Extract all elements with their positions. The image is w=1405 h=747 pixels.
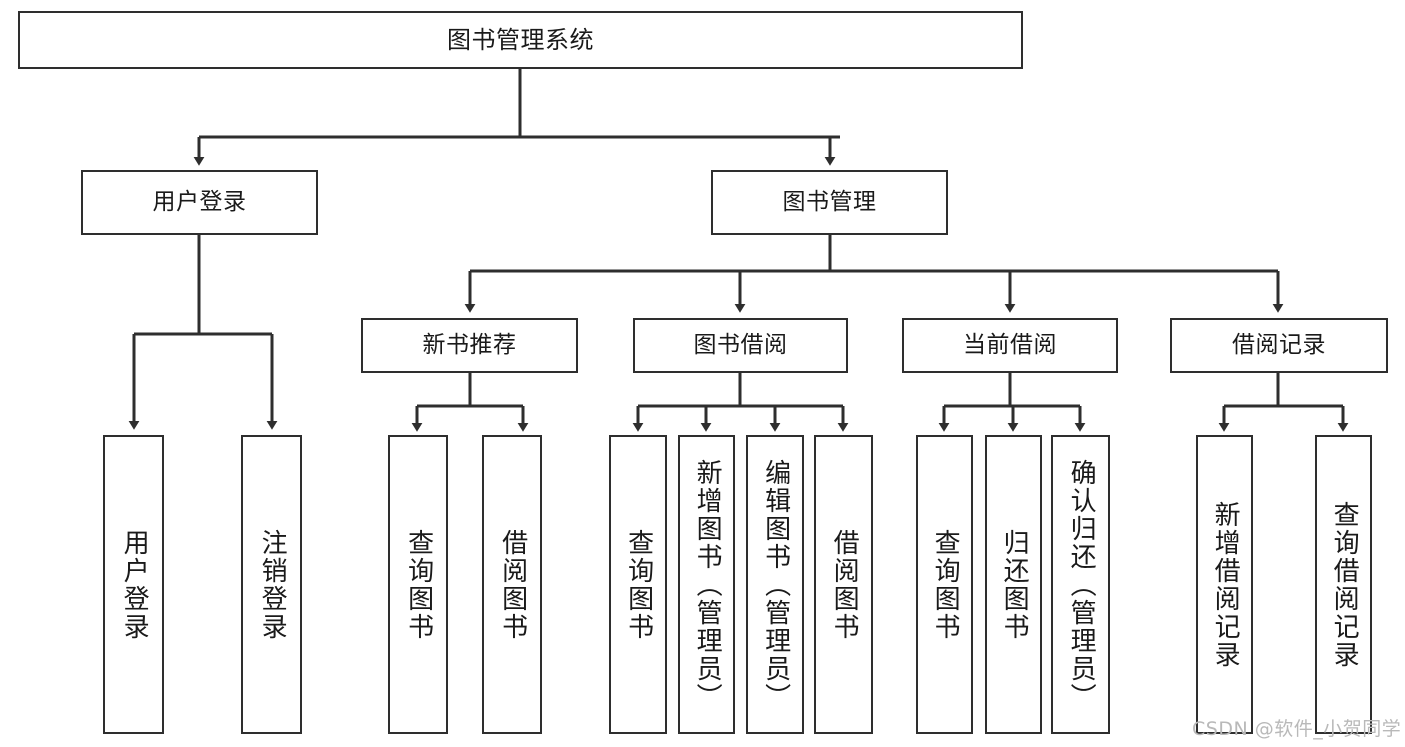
leaf-query-books-borrowing[interactable]: 查询图书 bbox=[609, 435, 667, 734]
leaf-add-book-admin[interactable]: 新增图书（管理员） bbox=[678, 435, 735, 734]
node-label: 借阅记录 bbox=[1232, 331, 1326, 358]
node-label: 注销登录 bbox=[257, 528, 288, 641]
node-borrow-records[interactable]: 借阅记录 bbox=[1170, 318, 1388, 373]
node-label: 编辑图书（管理员） bbox=[760, 458, 791, 711]
node-label: 查询借阅记录 bbox=[1329, 500, 1360, 669]
leaf-add-borrow-record[interactable]: 新增借阅记录 bbox=[1196, 435, 1253, 734]
leaf-borrow-books-recommendation[interactable]: 借阅图书 bbox=[482, 435, 542, 734]
node-label: 用户登录 bbox=[119, 528, 150, 641]
leaf-user-login[interactable]: 用户登录 bbox=[103, 435, 164, 734]
leaf-query-books-recommendation[interactable]: 查询图书 bbox=[388, 435, 448, 734]
node-book-borrowing[interactable]: 图书借阅 bbox=[633, 318, 848, 373]
node-label: 新书推荐 bbox=[422, 331, 517, 358]
leaf-edit-book-admin[interactable]: 编辑图书（管理员） bbox=[746, 435, 804, 734]
node-label: 图书借阅 bbox=[693, 331, 788, 358]
node-root-system[interactable]: 图书管理系统 bbox=[18, 11, 1023, 69]
node-user-login[interactable]: 用户登录 bbox=[81, 170, 318, 235]
node-label: 归还图书 bbox=[999, 528, 1030, 641]
watermark-text: CSDN @软件_小贺同学 bbox=[1192, 718, 1402, 740]
node-label: 用户登录 bbox=[152, 188, 247, 215]
leaf-query-borrow-record[interactable]: 查询借阅记录 bbox=[1315, 435, 1372, 734]
node-new-book-recommendation[interactable]: 新书推荐 bbox=[361, 318, 578, 373]
node-label: 借阅图书 bbox=[497, 528, 528, 641]
node-label: 图书管理系统 bbox=[447, 25, 594, 54]
node-label: 查询图书 bbox=[623, 528, 654, 641]
node-label: 当前借阅 bbox=[963, 331, 1057, 358]
leaf-borrow-book[interactable]: 借阅图书 bbox=[814, 435, 873, 734]
node-label: 确认归还（管理员） bbox=[1066, 458, 1097, 711]
node-label: 新增图书（管理员） bbox=[692, 458, 723, 711]
node-label: 借阅图书 bbox=[829, 528, 860, 641]
leaf-logout-login[interactable]: 注销登录 bbox=[241, 435, 302, 734]
node-label: 查询图书 bbox=[930, 528, 961, 641]
node-label: 新增借阅记录 bbox=[1210, 500, 1241, 669]
node-current-borrowing[interactable]: 当前借阅 bbox=[902, 318, 1118, 373]
leaf-confirm-return-admin[interactable]: 确认归还（管理员） bbox=[1051, 435, 1110, 734]
node-label: 查询图书 bbox=[403, 528, 434, 641]
leaf-return-book[interactable]: 归还图书 bbox=[985, 435, 1042, 734]
node-label: 图书管理 bbox=[782, 188, 877, 215]
leaf-query-books-current[interactable]: 查询图书 bbox=[916, 435, 973, 734]
node-book-management[interactable]: 图书管理 bbox=[711, 170, 948, 235]
